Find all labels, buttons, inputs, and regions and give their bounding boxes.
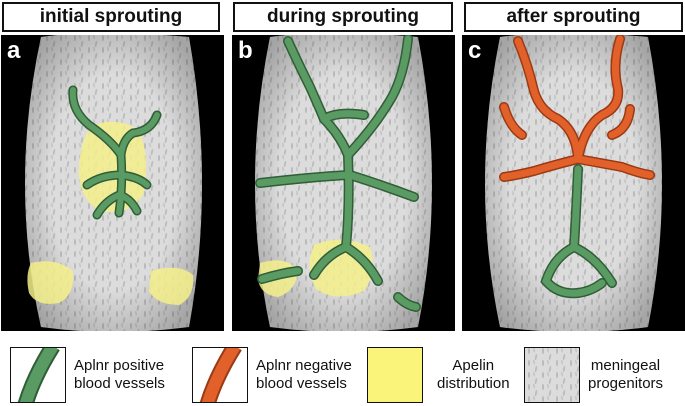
legend-label: Apelin distribution [437,357,510,392]
legend-label: Aplnr negative blood vessels [256,357,352,392]
panel-title-a: initial sprouting [2,2,220,32]
panel-letter: b [238,37,253,64]
yellow-square-icon [367,347,423,403]
orange-vessel-icon [192,347,248,403]
panel-letter: c [468,37,482,64]
panel-c-illustration [485,35,662,331]
apelin-region [78,121,147,213]
panel-letter: a [7,37,21,64]
panel-b-illustration [255,35,432,331]
grey-textured-square-icon [524,347,580,403]
legend-item-positive: Aplnr positive blood vessels [10,347,165,403]
panel-title-c: after sprouting [464,2,683,32]
panel-title-b: during sprouting [233,2,453,32]
apelin-region [27,261,74,304]
green-vessel-icon [10,347,66,403]
apelin-region [149,267,194,305]
panel-a-illustration [25,35,202,331]
legend-item-apelin: Apelin distribution [367,347,510,403]
legend-label: Aplnr positive blood vessels [74,357,165,392]
legend-item-negative: Aplnr negative blood vessels [192,347,352,403]
panel-b: b [232,35,455,331]
legend-label: meningeal progenitors [588,357,664,392]
panel-c: c [462,35,685,331]
panel-a: a [1,35,224,331]
legend-item-progenitors: meningeal progenitors [524,347,663,403]
